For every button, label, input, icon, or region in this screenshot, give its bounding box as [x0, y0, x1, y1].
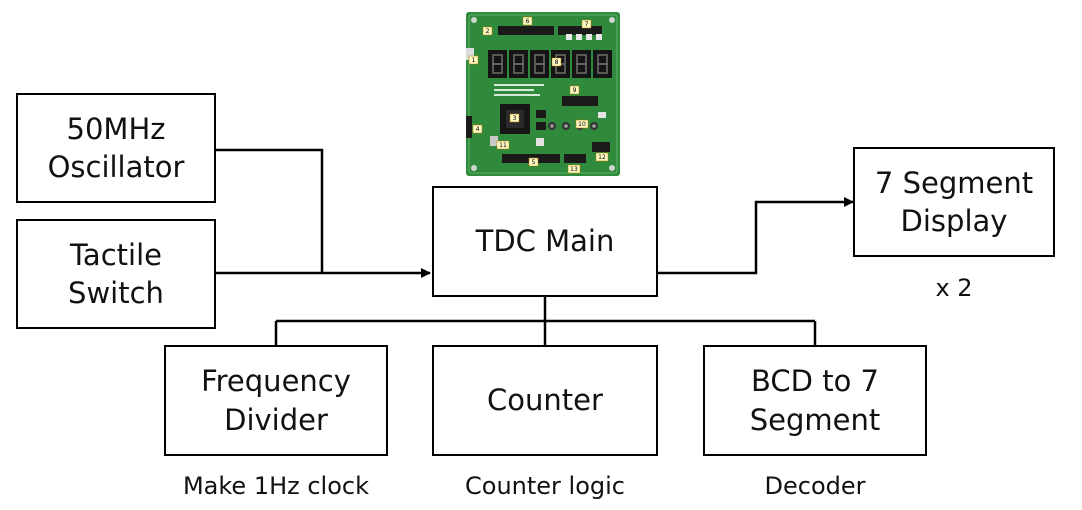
tactile-switch-label-line1: Tactile [70, 237, 162, 272]
frequency-divider-block: Frequency Divider [164, 345, 388, 456]
frequency-divider-label-line1: Frequency [201, 364, 351, 399]
counter-caption: Counter logic [465, 472, 625, 500]
display-multiplier-caption: x 2 [935, 274, 973, 302]
board-tag-10-text: 10 [578, 121, 586, 128]
board-tag-6-text: 6 [526, 18, 530, 25]
oscillator-label-line2: Oscillator [47, 150, 185, 184]
board-tag-4-text: 4 [476, 126, 480, 133]
board-tag-3-text: 3 [513, 115, 517, 122]
display-label-line2: Display [900, 204, 1008, 238]
board-tag-4: 4 [472, 124, 483, 134]
board-tag-8-text: 8 [555, 59, 559, 66]
divider-caption: Make 1Hz clock [182, 472, 370, 500]
counter-label: Counter [487, 383, 603, 418]
fpga-board-photo: 1 2 3 4 5 6 7 8 9 10 11 12 13 [466, 12, 620, 176]
board-tag-7-text: 7 [585, 21, 589, 28]
main-to-display-arrow [658, 197, 854, 275]
oscillator-wire [216, 148, 324, 273]
board-tag-7: 7 [581, 19, 592, 29]
board-tag-2-text: 2 [486, 28, 490, 35]
display-block: 7 Segment Display [853, 147, 1055, 257]
tactile-switch-label-line2: Switch [68, 276, 164, 310]
board-tag-2: 2 [482, 26, 493, 36]
board-tag-5-text: 5 [532, 159, 536, 166]
board-tag-6: 6 [522, 16, 533, 26]
board-tag-8: 8 [551, 57, 562, 67]
board-tag-1-text: 1 [472, 57, 476, 64]
frequency-divider-label-line2: Divider [224, 402, 328, 437]
board-tag-1: 1 [468, 55, 479, 65]
display-label-line1: 7 Segment [874, 165, 1034, 200]
board-tag-5: 5 [528, 157, 539, 167]
board-tag-12-text: 12 [598, 154, 606, 161]
bcd-decoder-label-line1: BCD to 7 [751, 364, 879, 399]
board-tag-11: 11 [496, 140, 510, 150]
tactile-switch-block: Tactile Switch [16, 219, 216, 329]
decoder-caption: Decoder [764, 472, 866, 500]
oscillator-label-line1: 50MHz [66, 111, 166, 146]
board-tag-13-text: 13 [570, 166, 578, 173]
bcd-decoder-label-line2: Segment [749, 402, 881, 437]
oscillator-block: 50MHz Oscillator [16, 93, 216, 203]
board-tag-3: 3 [509, 113, 520, 123]
board-tag-11-text: 11 [499, 142, 507, 149]
tdc-main-block: TDC Main [432, 186, 658, 297]
board-tag-12: 12 [595, 152, 609, 162]
bcd-decoder-block: BCD to 7 Segment [703, 345, 927, 456]
tdc-main-label: TDC Main [475, 224, 615, 259]
counter-block: Counter [432, 345, 658, 456]
board-tag-13: 13 [567, 164, 581, 174]
board-tag-10: 10 [575, 119, 589, 129]
board-tag-9: 9 [569, 85, 580, 95]
board-tag-9-text: 9 [573, 87, 577, 94]
